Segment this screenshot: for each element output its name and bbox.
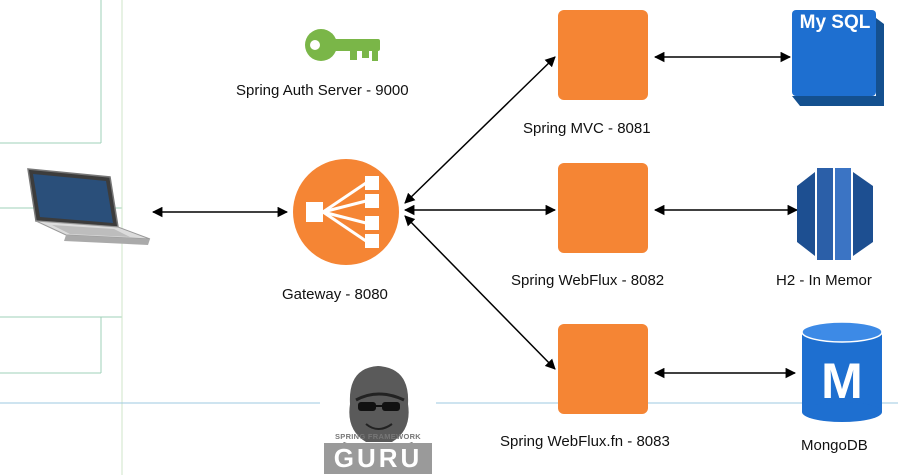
mysql-label: My SQL: [799, 12, 871, 33]
spring-webflux-fn-service: [558, 324, 648, 414]
spring-mvc-label: Spring MVC - 8081: [523, 120, 651, 137]
mongodb-database-icon: [801, 322, 883, 422]
edge-gateway-mvc: [404, 56, 556, 204]
spring-mvc-service: [558, 10, 648, 100]
gateway-label: Gateway - 8080: [282, 286, 388, 303]
auth-server-label: Spring Auth Server - 9000: [236, 82, 409, 99]
load-balancer-icon: [293, 159, 399, 265]
spring-webflux-fn-label: Spring WebFlux.fn - 8083: [500, 433, 670, 450]
mongodb-label: MongoDB: [801, 437, 868, 454]
spring-framework-guru-logo: SPRING FRAMEWORK GURU: [320, 360, 436, 475]
logo-tagline: SPRING FRAMEWORK: [334, 432, 422, 441]
spring-webflux-label: Spring WebFlux - 8082: [511, 272, 665, 289]
logo-wordmark: GURU: [324, 443, 432, 474]
spring-webflux-service: [558, 163, 648, 253]
h2-database-icon: [797, 168, 873, 260]
edge-gateway-webflux-fn: [404, 215, 556, 370]
h2-label: H2 - In Memor: [776, 272, 872, 289]
mysql-database-icon: [792, 10, 884, 106]
mongodb-letter: M: [821, 353, 863, 409]
laptop-icon: [27, 168, 151, 245]
key-icon: [305, 29, 380, 61]
